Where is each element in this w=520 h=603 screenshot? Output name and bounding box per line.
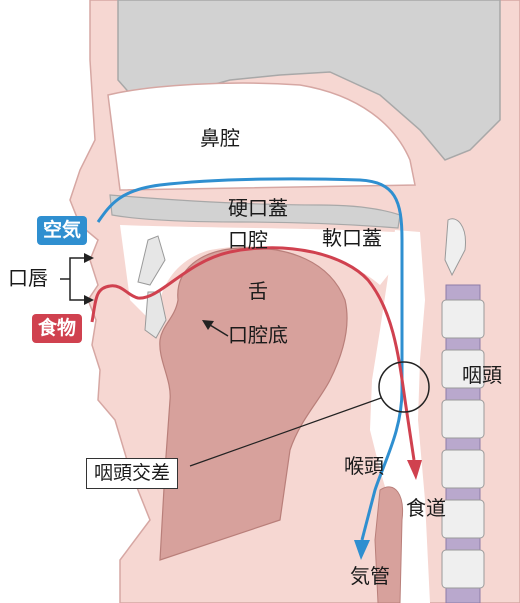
air-arrowhead (354, 540, 370, 560)
hard-palate-shape (109, 194, 401, 229)
label-pharynx: 咽頭 (462, 363, 502, 387)
tag-food: 食物 (32, 314, 83, 343)
label-esophagus: 食道 (406, 496, 446, 520)
label-trachea: 気管 (350, 564, 390, 588)
label-larynx: 喉頭 (344, 454, 384, 478)
crossing-circle (378, 361, 430, 413)
label-floor-of-mouth: 口腔底 (228, 323, 288, 347)
label-nasal-cavity: 鼻腔 (200, 126, 240, 150)
food-path (90, 246, 416, 461)
larynx-shape (374, 486, 404, 603)
lips-bracket (69, 257, 84, 301)
nasal-cavity-area (107, 82, 416, 191)
lips-arrow-lower (84, 295, 94, 305)
tag-air: 空気 (37, 216, 88, 245)
floor-pointer-arrow (202, 320, 214, 330)
crossing-leader (189, 397, 382, 467)
food-arrowhead (407, 460, 422, 480)
label-pharyngeal-crossing: 咽頭交差 (86, 458, 179, 489)
air-path (96, 177, 404, 541)
label-tongue: 舌 (248, 279, 268, 303)
label-oral-cavity: 口腔 (228, 228, 268, 252)
label-lips: 口唇 (8, 266, 48, 290)
label-hard-palate: 硬口蓋 (228, 196, 288, 220)
oral-cavity-area (120, 225, 400, 320)
label-soft-palate: 軟口蓋 (322, 226, 382, 250)
lips-arrow-upper (84, 253, 94, 263)
spine (441, 218, 485, 603)
floor-pointer-line (209, 324, 229, 337)
upper-tooth (137, 235, 166, 286)
